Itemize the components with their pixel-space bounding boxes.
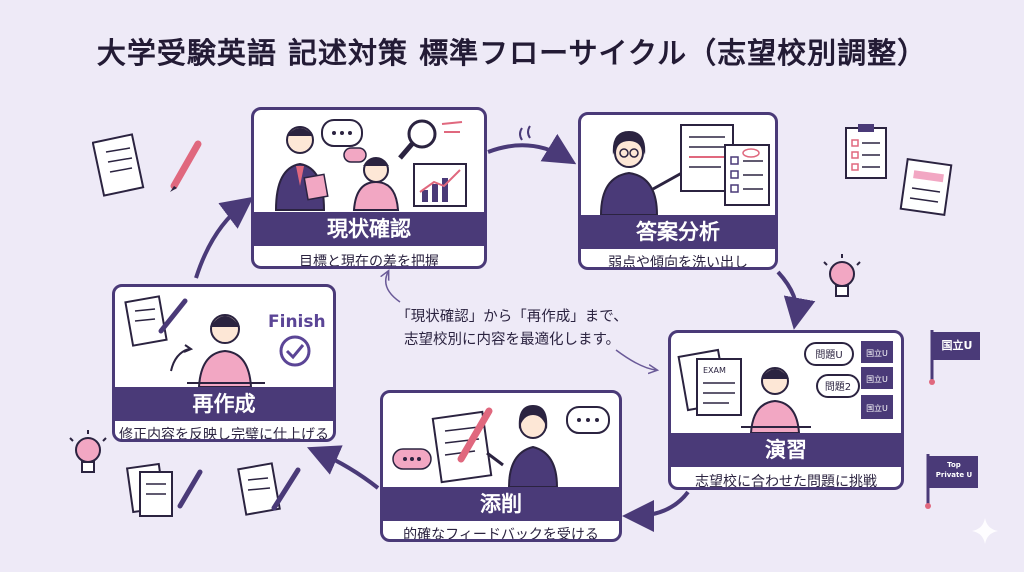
papers-pencil-icon <box>125 462 301 517</box>
arrow-2-to-3 <box>776 270 816 330</box>
step-card-toan: 答案分析 弱点や傾向を洗い出し <box>578 112 778 270</box>
lightbulb-icon-left <box>69 430 107 473</box>
step-card-genjo: 現状確認 目標と現在の差を把握 <box>251 107 487 269</box>
center-line-2: 志望校別に内容を最適化します。 <box>403 332 621 348</box>
step-desc: 的確なフィードバックを受ける <box>403 527 599 542</box>
step-desc: 修正内容を反映し完璧に仕上げる <box>119 427 329 442</box>
step-desc: 志望校に合わせた問題に挑戦 <box>695 474 877 490</box>
inner-arrow-top <box>386 272 401 303</box>
flag-private-line-1: Top <box>947 461 961 469</box>
flag-private-line-2: Private U <box>935 471 973 479</box>
arrow-1-to-2 <box>487 133 577 165</box>
feedback-illustration <box>392 405 610 487</box>
step-card-enshu: EXAM 問題U 問題2 国立U 国立U 国立U 演習 志望校に合わせた問題に挑… <box>668 330 904 490</box>
sparkle-icon <box>972 518 998 544</box>
step-label: 答案分析 <box>581 215 775 249</box>
step-card-tensaku: 添削 的確なフィードバックを受ける <box>380 390 622 542</box>
inner-arrow-right <box>615 349 656 370</box>
bubble-question-2: 問題2 <box>825 381 851 393</box>
step-label: 再作成 <box>115 387 333 421</box>
center-caption: 「現状確認」から「再作成」まで、 志望校別に内容を最適化します。 <box>380 306 644 352</box>
step-label: 添削 <box>383 487 619 521</box>
lightbulb-icon <box>823 254 861 297</box>
page-title: 大学受験英語 記述対策 標準フローサイクル（志望校別調整） <box>96 36 928 70</box>
clipboard-icon <box>845 124 953 216</box>
school-label-1: 国立U <box>866 348 888 358</box>
step-desc: 弱点や傾向を洗い出し <box>608 255 748 270</box>
rewrite-illustration <box>124 295 311 387</box>
center-line-1: 「現状確認」から「再作成」まで、 <box>396 309 628 325</box>
finish-label: Finish <box>268 312 326 332</box>
exam-label: EXAM <box>703 366 726 375</box>
arrow-3-to-4 <box>622 490 690 532</box>
step-label: 演習 <box>671 433 901 467</box>
school-label-2: 国立U <box>866 374 888 384</box>
arrow-5-to-1 <box>194 196 254 279</box>
step-card-saisakusei: 再作成 修正内容を反映し完璧に仕上げる <box>112 284 336 442</box>
exercise-illustration: EXAM 問題U 問題2 国立U 国立U 国立U <box>677 341 893 433</box>
arrow-4-to-5 <box>307 445 380 490</box>
teacher-illustration <box>599 124 770 215</box>
flag-private-icon <box>925 454 978 509</box>
document-pencil-icon <box>92 133 202 197</box>
flag-private-label: Top Private U <box>930 460 978 480</box>
bubble-question-1: 問題U <box>815 349 842 361</box>
flag-national-icon <box>929 330 980 385</box>
step-label: 現状確認 <box>254 212 484 246</box>
school-label-3: 国立U <box>866 403 888 413</box>
meeting-illustration <box>274 119 467 211</box>
flag-national-label: 国立U <box>941 339 973 352</box>
step-desc: 目標と現在の差を把握 <box>299 254 439 269</box>
